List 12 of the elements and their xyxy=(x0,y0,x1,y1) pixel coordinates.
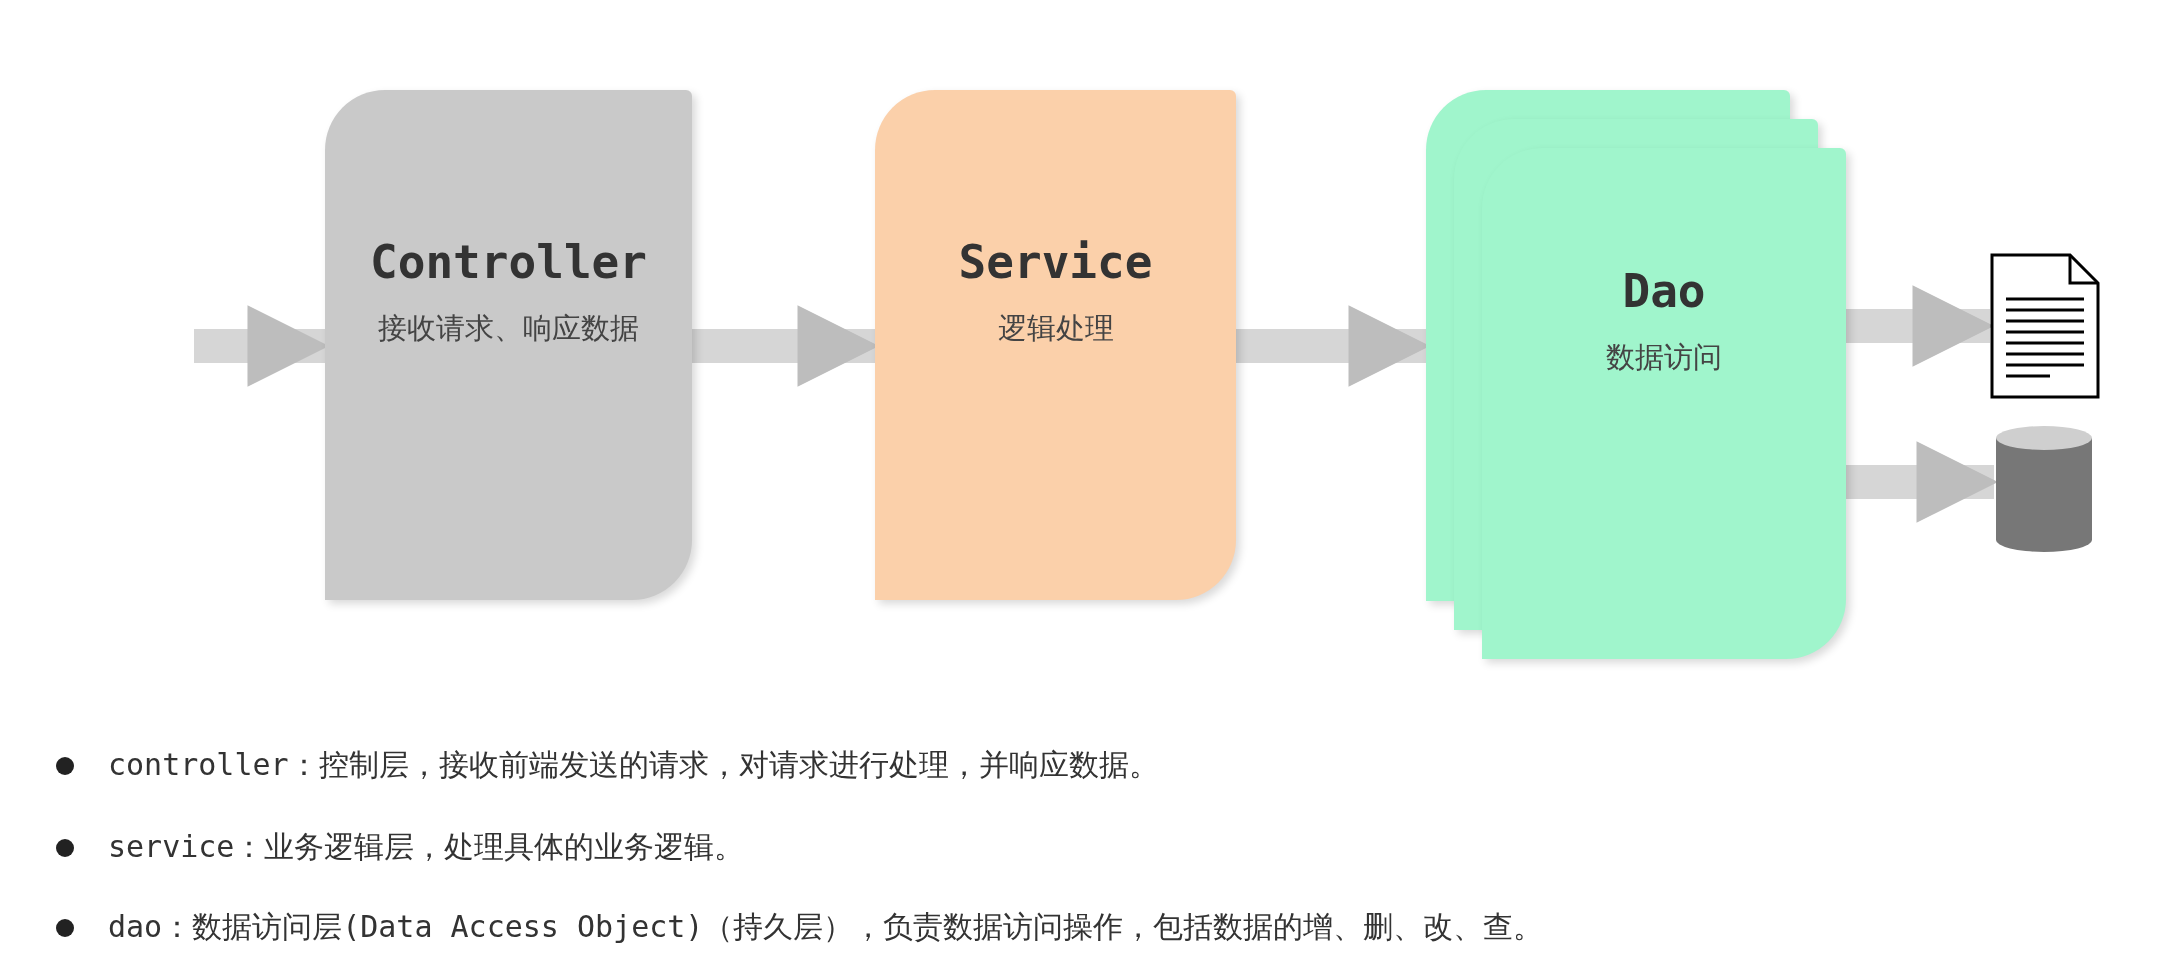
box-subtitle: 数据访问 xyxy=(1605,339,1723,377)
box-title: Controller xyxy=(369,235,648,289)
bullet-text: controller：控制层，接收前端发送的请求，对请求进行处理，并响应数据。 xyxy=(108,746,1159,784)
service-box xyxy=(875,90,1236,600)
bullet-text: service：业务逻辑层，处理具体的业务逻辑。 xyxy=(108,828,745,866)
bullet-text: dao：数据访问层(Data Access Object)（持久层），负责数据访问操作，包括数据的增、删、改、查。 xyxy=(108,908,1544,946)
controller-box xyxy=(325,90,692,600)
box-title: Dao xyxy=(1621,264,1707,319)
box-title: Service xyxy=(957,235,1154,289)
box-subtitle: 接收请求、响应数据 xyxy=(377,310,640,347)
dao-box-stack xyxy=(1426,90,1846,659)
box-subtitle: 逻辑处理 xyxy=(996,310,1115,347)
